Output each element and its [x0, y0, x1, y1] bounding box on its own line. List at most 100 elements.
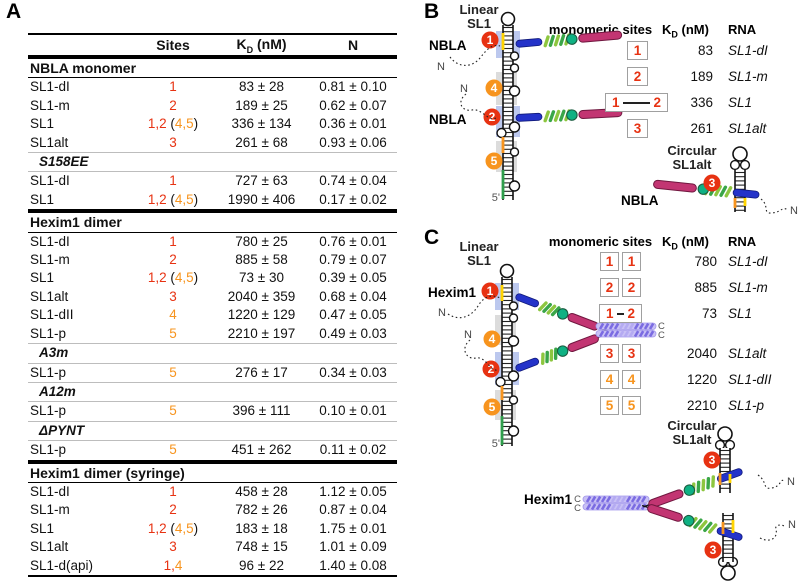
- kd-value: 261: [690, 121, 713, 136]
- subgroup-row: ΔPYNT: [28, 420, 397, 442]
- linker-bead: [566, 109, 578, 121]
- monomeric-site-box: 4: [622, 370, 641, 389]
- monomeric-site-box: 5: [600, 396, 619, 415]
- sites-header: Sites: [132, 34, 214, 59]
- site-number: 2: [169, 252, 177, 268]
- site-number: 2: [605, 280, 614, 295]
- disordered-tail: [760, 198, 789, 214]
- site-badge: 2: [483, 108, 501, 126]
- rna-name: SL1-dI: [728, 254, 768, 269]
- site-number: 5: [169, 364, 177, 380]
- disordered-tail: [447, 295, 501, 319]
- site-number: 1: [169, 173, 177, 189]
- site-number: (: [166, 116, 175, 132]
- n-cell: 0.11 ± 0.02: [319, 442, 387, 458]
- kd-value: 780: [694, 254, 717, 269]
- monomeric-site-box: 3: [600, 344, 619, 363]
- kd-cell: 1220 ± 129: [227, 307, 296, 323]
- site-number: 4,5: [174, 270, 194, 286]
- rna-name: SL1-m: [728, 69, 768, 84]
- n-cell: 1.01 ± 0.09: [319, 539, 387, 555]
- site-badge: 5: [485, 152, 503, 170]
- site-number: 5: [169, 403, 177, 419]
- site-number: ): [193, 191, 199, 207]
- kd-value: 885: [694, 280, 717, 295]
- site-number: 4: [605, 372, 614, 387]
- helix-domain: [648, 489, 684, 508]
- kd-cell: 73 ± 30: [239, 270, 284, 286]
- sites-cell: 2: [132, 97, 214, 115]
- subgroup-title: A12m: [28, 381, 397, 403]
- circular-sl1alt-label-b: Circular SL1alt: [667, 143, 717, 172]
- n-cell: 0.93 ± 0.06: [319, 134, 387, 150]
- site-badge: 3: [703, 174, 721, 192]
- site-number-badge: 4: [489, 332, 496, 346]
- subgroup-title: S158EE: [28, 152, 397, 173]
- hexim1-label: Hexim1: [428, 285, 477, 300]
- n-cell: 0.62 ± 0.07: [319, 97, 387, 113]
- site-number: 4,5: [174, 520, 194, 536]
- sites-cell: 2: [132, 501, 214, 519]
- sites-cell: 1: [132, 482, 214, 501]
- sites-cell: 3: [132, 288, 214, 306]
- disordered-tail: [759, 524, 787, 541]
- five-prime-label: 5': [492, 192, 500, 204]
- monomeric-site-box: 2: [600, 278, 619, 297]
- rna-name-cell: SL1-m: [30, 97, 70, 113]
- site-badge: 4: [483, 330, 501, 348]
- kd-header-k: K: [236, 35, 247, 52]
- monomeric-site-box: 2: [627, 67, 648, 86]
- rna-name: SL1alt: [728, 121, 767, 136]
- subgroup-row: S158EE: [28, 152, 397, 173]
- site-number-badge: 3: [709, 453, 716, 467]
- kd-cell: 336 ± 134: [231, 116, 292, 132]
- site-badge: 3: [704, 541, 722, 559]
- sites-cell: 1,2 (4,5): [132, 191, 214, 211]
- panel-a-label: A: [6, 0, 22, 23]
- sites-cell: 1,2 (4,5): [132, 269, 214, 287]
- coiled-coil-dimer: [595, 322, 657, 338]
- site-number: 1: [606, 306, 614, 321]
- kd-cell: 183 ± 18: [235, 520, 288, 536]
- kd-cell: 261 ± 68: [235, 134, 288, 150]
- sites-cell: 1: [132, 172, 214, 191]
- kd-value: 1220: [686, 372, 717, 387]
- sites-cell: 3: [132, 134, 214, 153]
- kd-header-unit: (nM): [253, 35, 287, 52]
- n-cell: 0.10 ± 0.01: [319, 403, 387, 419]
- site-number: 3: [169, 288, 177, 304]
- sites-cell: 1,2 (4,5): [132, 520, 214, 538]
- rna-name: SL1: [728, 95, 753, 110]
- monomeric-sites-header-c: monomeric sites: [548, 234, 653, 249]
- site-number: (: [166, 520, 175, 536]
- kd-value: 336: [690, 95, 713, 110]
- site-number: ): [193, 116, 199, 132]
- n-terminus-label: N: [464, 329, 472, 341]
- dash-connector: [622, 101, 651, 104]
- kd-value: 189: [690, 69, 713, 84]
- helix-domain: [567, 313, 599, 331]
- n-terminus-label: N: [460, 83, 468, 95]
- sites-cell: 4: [132, 306, 214, 324]
- site-number: 1: [633, 43, 642, 58]
- rna-binding-helix: [515, 38, 543, 48]
- n-terminus-label: N: [787, 476, 795, 488]
- sites-cell: 1,2 (4,5): [132, 115, 214, 133]
- n-terminus-label: N: [790, 205, 798, 217]
- site-badge: 1: [481, 31, 499, 49]
- linker-bead: [556, 308, 569, 320]
- sites-cell: 5: [132, 402, 214, 421]
- rna-name: SL1: [728, 306, 753, 321]
- site-number: 4: [627, 372, 636, 387]
- rna-binding-helix: [515, 112, 543, 122]
- site-number-badge: 3: [709, 176, 716, 190]
